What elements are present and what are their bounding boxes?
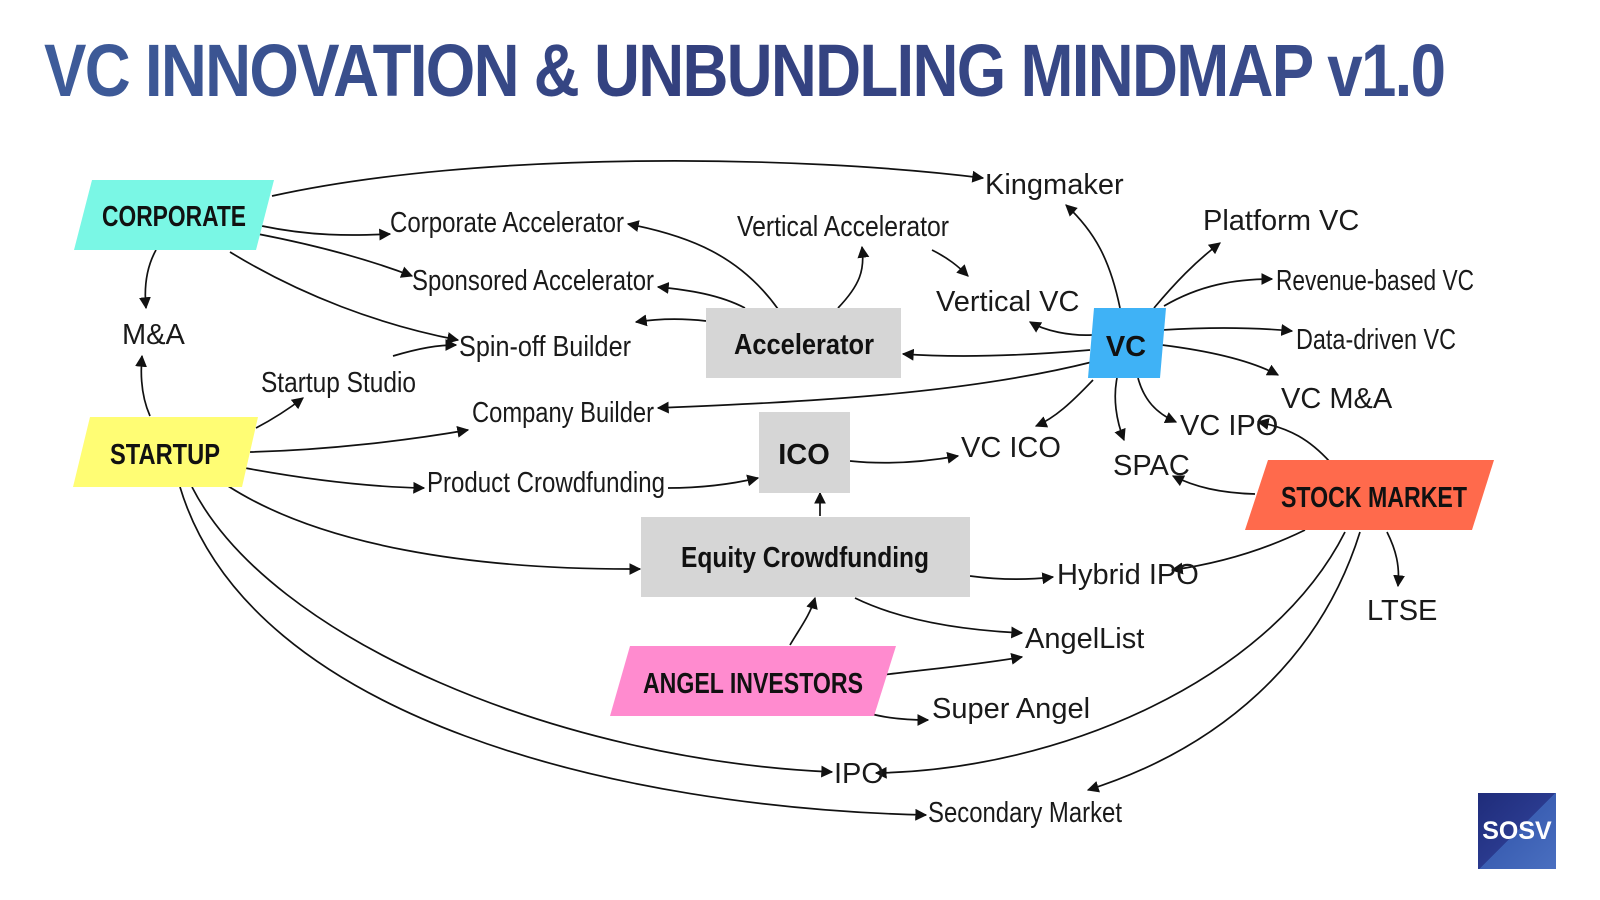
label-platform-vc: Platform VC — [1203, 205, 1359, 237]
edge-accelerator-corporate-accelerator — [626, 220, 779, 310]
node-accelerator: Accelerator — [706, 308, 901, 378]
label-super-angel: Super Angel — [932, 693, 1090, 725]
node-stock-market: STOCK MARKET — [1245, 460, 1494, 530]
ico-label: ICO — [778, 439, 830, 471]
startup-shape — [73, 417, 258, 487]
edge-angel-investors-angellist — [881, 652, 1024, 676]
node-corporate: CORPORATE — [74, 180, 274, 250]
edge-stock-market-vc-ipo — [1256, 418, 1331, 463]
edge-equity-crowdfunding-hybrid-ipo — [969, 572, 1055, 585]
edge-vc-spac — [1114, 377, 1126, 442]
label-angellist: AngelList — [1025, 623, 1144, 655]
ico-box — [759, 412, 850, 493]
page-title: VC INNOVATION & UNBUNDLING MINDMAP v1.0 — [44, 29, 1446, 112]
stock-market-shape — [1245, 460, 1494, 530]
label-spin-off-builder: Spin-off Builder — [459, 331, 631, 363]
edge-vc-vertical-vc — [1028, 321, 1093, 336]
edge-angel-investors-equity-crowdfunding — [789, 596, 818, 646]
label-startup-studio: Startup Studio — [261, 367, 416, 399]
equity-crowdfunding-box — [641, 517, 970, 597]
label-ipo: IPO — [834, 758, 884, 790]
angel-investors-shape — [610, 646, 896, 716]
label-sponsored-accelerator: Sponsored Accelerator — [412, 265, 654, 297]
accelerator-label: Accelerator — [734, 329, 874, 361]
label-vc-ipo: VC IPO — [1180, 410, 1278, 442]
edge-corporate-corporate-accelerator — [261, 225, 392, 241]
label-data-driven-vc: Data-driven VC — [1296, 324, 1456, 356]
edge-equity-crowdfunding-angellist — [854, 597, 1024, 639]
edge-stock-market-ipo — [874, 531, 1346, 779]
label-company-builder: Company Builder — [472, 397, 654, 429]
edge-corporate-spin-off-builder — [229, 251, 460, 344]
edge-vc-accelerator — [901, 348, 1091, 361]
edges — [135, 160, 1405, 821]
edge-angel-investors-super-angel — [867, 712, 930, 726]
edge-accelerator-vertical-accelerator — [837, 245, 870, 309]
node-startup: STARTUP — [73, 417, 258, 487]
vc-shape — [1088, 308, 1166, 378]
label-vc-m-and-a: VC M&A — [1281, 383, 1393, 415]
label-vertical-vc: Vertical VC — [936, 286, 1079, 318]
equity-crowdfunding-label: Equity Crowdfunding — [681, 542, 929, 574]
label-spac: SPAC — [1113, 450, 1190, 482]
angel-investors-label: ANGEL INVESTORS — [643, 668, 863, 700]
edge-vc-revenue-based-vc — [1163, 273, 1274, 307]
edge-stock-market-secondary-market — [1086, 531, 1361, 793]
label-ltse: LTSE — [1367, 595, 1437, 627]
edge-vc-vc-m-and-a — [1161, 344, 1280, 376]
edge-vertical-accelerator-vertical-vc — [931, 249, 969, 277]
label-vc-ico: VC ICO — [961, 432, 1061, 464]
label-product-crowdfunding: Product Crowdfunding — [427, 467, 665, 499]
label-vertical-accelerator: Vertical Accelerator — [737, 211, 949, 243]
edge-stock-market-ltse — [1386, 531, 1405, 588]
node-vc: VC — [1088, 308, 1166, 378]
edge-vc-data-driven-vc — [1161, 324, 1294, 336]
node-equity-crowdfunding: Equity Crowdfunding — [641, 517, 970, 597]
labels: Kingmaker Corporate Accelerator Vertical… — [122, 169, 1474, 829]
edge-startup-studio-spin-off — [392, 339, 458, 357]
edge-startup-company-builder — [249, 425, 470, 453]
edge-ico-vc-ico — [849, 452, 960, 464]
edge-product-crowdfunding-ico — [667, 474, 760, 489]
node-angel-investors: ANGEL INVESTORS — [610, 646, 896, 716]
sosv-logo-text: SOSV — [1482, 816, 1552, 845]
edge-startup-ipo — [191, 486, 834, 778]
edge-corporate-kingmaker — [271, 160, 985, 197]
corporate-label: CORPORATE — [102, 201, 246, 233]
corporate-shape — [74, 180, 274, 250]
edge-startup-equity-crowdfunding — [227, 485, 642, 576]
edge-startup-m-and-a — [135, 354, 151, 417]
label-secondary-market: Secondary Market — [928, 797, 1122, 829]
label-hybrid-ipo: Hybrid IPO — [1057, 559, 1199, 591]
label-corporate-accelerator: Corporate Accelerator — [390, 207, 624, 239]
edge-startup-secondary-market — [179, 486, 928, 821]
edge-vc-vc-ipo — [1137, 377, 1178, 424]
label-m-and-a: M&A — [122, 319, 186, 351]
node-ico: ICO — [759, 412, 850, 493]
edge-startup-product-crowdfunding — [244, 467, 426, 494]
edge-accelerator-sponsored-accelerator — [656, 282, 746, 309]
edge-stock-market-hybrid-ipo — [1170, 529, 1306, 575]
edge-startup-startup-studio — [255, 397, 304, 429]
edge-corporate-sponsored-accelerator — [257, 233, 414, 278]
sosv-logo: SOSV — [1478, 793, 1556, 869]
startup-label: STARTUP — [110, 439, 220, 471]
stock-market-label: STOCK MARKET — [1281, 482, 1467, 514]
vc-label: VC — [1106, 331, 1146, 363]
edge-vc-company-builder — [656, 361, 1093, 414]
edge-corporate-m-and-a — [139, 249, 157, 310]
edge-accelerator-spin-off-builder — [634, 314, 707, 327]
edge-stock-market-spac — [1171, 475, 1256, 495]
label-revenue-based-vc: Revenue-based VC — [1276, 265, 1474, 297]
edge-vc-vc-ico — [1034, 379, 1094, 428]
accelerator-box — [706, 308, 901, 378]
edge-vc-platform-vc — [1153, 242, 1221, 309]
edge-vc-kingmaker — [1065, 204, 1121, 309]
label-kingmaker: Kingmaker — [985, 169, 1124, 201]
